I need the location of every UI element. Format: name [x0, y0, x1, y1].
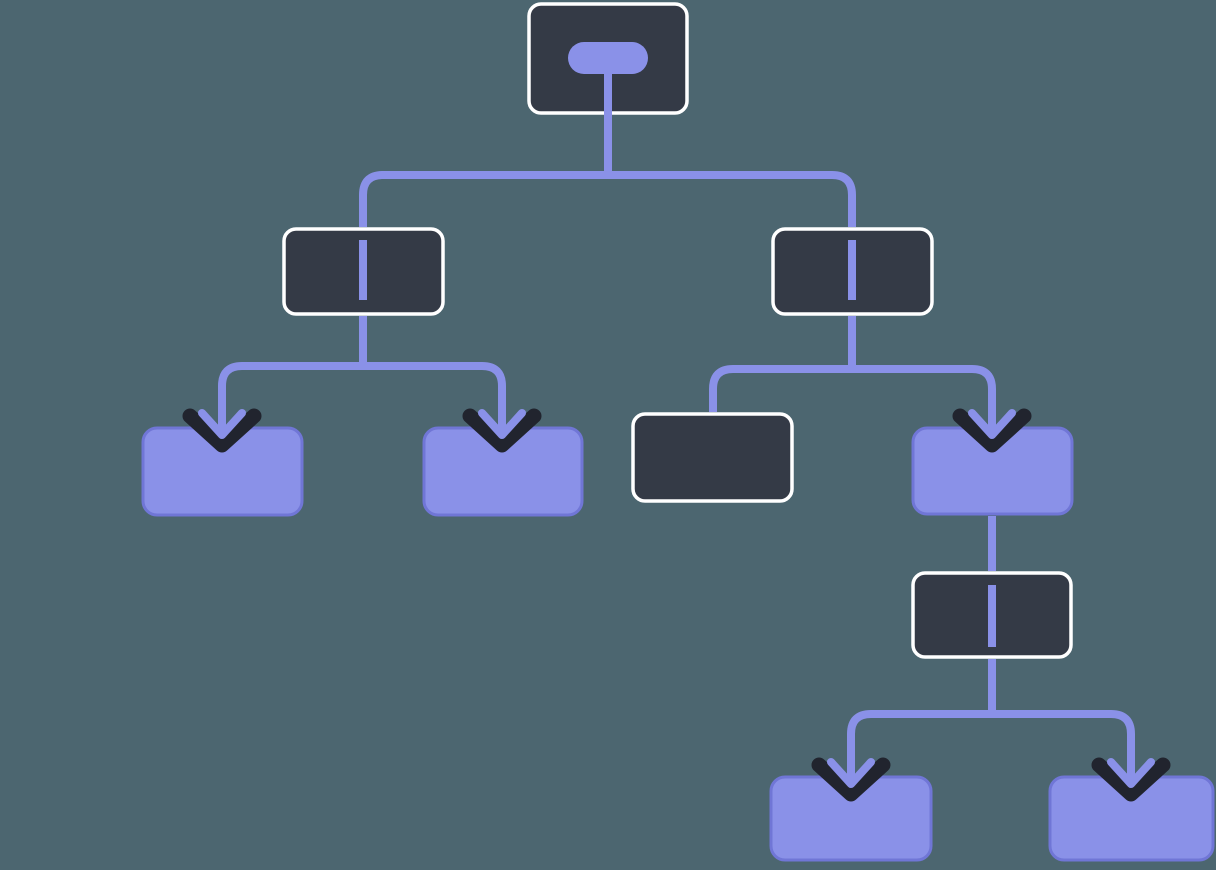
node-split-right[interactable]	[771, 227, 934, 316]
double-chevron-down-icon	[182, 389, 262, 453]
edge-split-right-branch	[709, 365, 996, 412]
node-split-left[interactable]	[282, 227, 445, 316]
edge-split-bottom-branch	[847, 710, 1135, 757]
double-chevron-down-icon	[1091, 738, 1171, 802]
double-chevron-down-icon	[462, 389, 542, 453]
edge-root-split	[359, 171, 856, 227]
node-branch-end[interactable]	[631, 412, 794, 503]
start-pill-icon	[568, 42, 648, 74]
branch-end-card[interactable]	[631, 412, 794, 503]
double-chevron-down-icon	[811, 738, 891, 802]
arrow-tips-layer	[182, 389, 1171, 802]
node-split-bottom[interactable]	[911, 571, 1073, 659]
edge-split-left-branch	[218, 362, 506, 408]
node-root[interactable]	[527, 2, 689, 115]
double-chevron-down-icon	[952, 389, 1032, 453]
edges-layer	[218, 70, 1135, 757]
